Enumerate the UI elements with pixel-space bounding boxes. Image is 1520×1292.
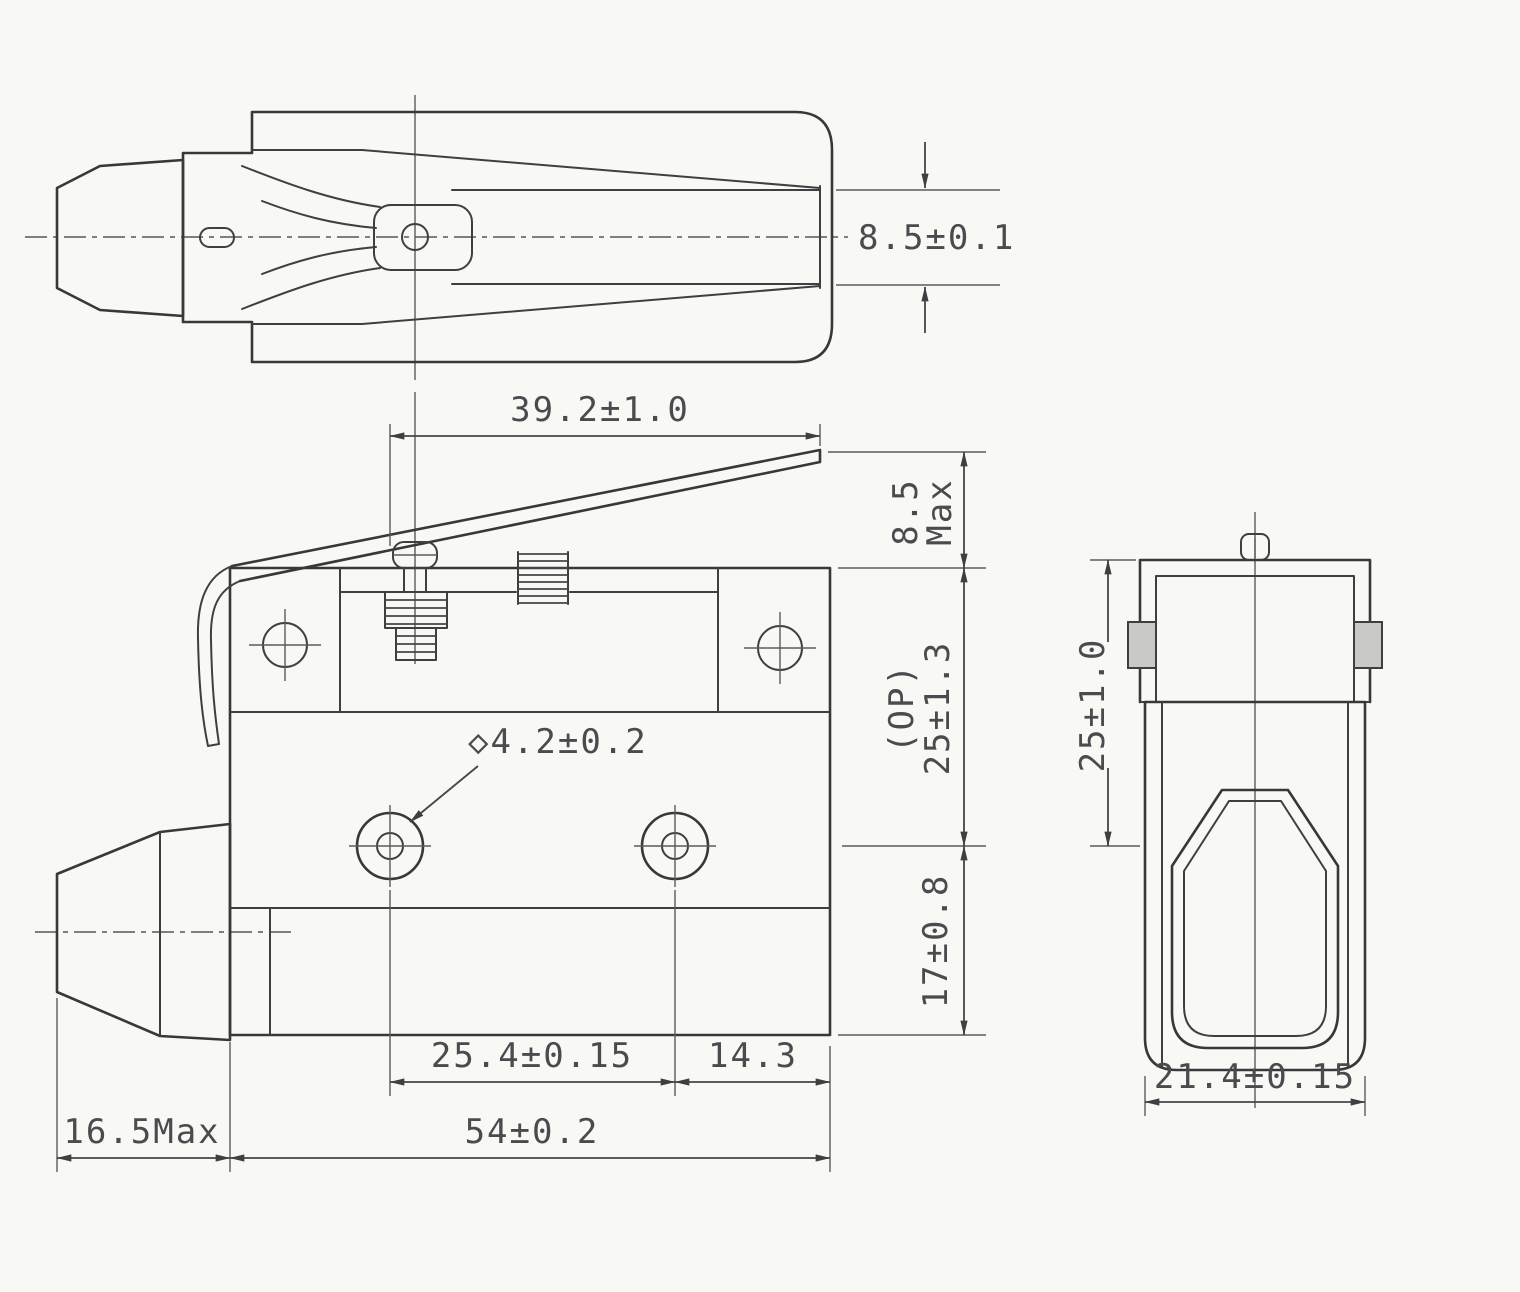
dim-lever-length-label: 39.2±1.0 xyxy=(510,390,690,430)
dim-lever-rise-value: 8.5 xyxy=(886,478,926,545)
dim-boot-length-label: 16.5Max xyxy=(63,1112,220,1152)
dim-terminal-hole-label: ◇4.2±0.2 xyxy=(468,722,648,762)
spring-coils xyxy=(518,553,568,604)
mounting-hole-right xyxy=(744,612,816,684)
dim-side-height: 25±1.0 xyxy=(1073,559,1140,847)
dim-lower-height: 17±0.8 xyxy=(838,845,986,1036)
dim-terminal-pitch: 25.4±0.15 xyxy=(389,890,676,1096)
body-side-walls xyxy=(1161,701,1349,1069)
bracket-tab-right xyxy=(1353,621,1383,669)
hinge-bracket xyxy=(373,204,473,271)
switch-body-top-view xyxy=(181,110,834,364)
coil-spring xyxy=(517,551,569,605)
dim-operating-position: (OP) 25±1.3 xyxy=(842,567,986,847)
hinge-pin xyxy=(401,223,429,251)
dim-lever-rise-unit: Max xyxy=(920,478,960,545)
dim-op-value: 25±1.3 xyxy=(918,641,958,776)
extension-line xyxy=(1144,1076,1366,1116)
plunger-boot-end-view-inner xyxy=(1183,800,1327,1037)
dim-top-width: 8.5±0.1 xyxy=(836,142,1015,333)
dim-top-width-label: 8.5±0.1 xyxy=(858,218,1015,258)
boot-slot xyxy=(199,227,235,248)
dim-side-width: 21.4±0.15 xyxy=(1144,1057,1366,1116)
hole-crosshair xyxy=(249,609,321,681)
dim-lever-length: 39.2±1.0 xyxy=(389,390,821,546)
screw-stem xyxy=(403,567,427,593)
spring-wire-1 xyxy=(241,165,381,208)
hole-crosshair xyxy=(744,612,816,684)
front-view: 39.2±1.0 8.5 Max (OP) 25±1.3 17±0.8 ◇4.2… xyxy=(35,390,986,1172)
dim-boot-length: 16.5Max xyxy=(56,998,231,1172)
dim-lower-height-label: 17±0.8 xyxy=(916,874,956,1009)
terminal-left xyxy=(349,805,431,887)
spring-wire-4 xyxy=(261,246,377,275)
plunger-boot-end-view-outer xyxy=(1170,788,1340,1050)
lever-hook-end xyxy=(196,565,241,747)
callout-terminal-hole: ◇4.2±0.2 xyxy=(409,722,648,823)
hinge-lever xyxy=(230,448,822,583)
dim-overall-length-label: 54±0.2 xyxy=(465,1112,600,1152)
plunger-ribs xyxy=(384,591,448,661)
actuator-screw xyxy=(392,541,438,593)
dim-terminal-to-edge-label: 14.3 xyxy=(708,1036,798,1076)
rib-lines xyxy=(385,599,447,625)
switch-body-side-view xyxy=(1143,700,1367,1072)
spring-wire-2 xyxy=(241,267,381,310)
dim-side-width-label: 21.4±0.15 xyxy=(1154,1057,1356,1097)
spring-wire-3 xyxy=(261,200,377,229)
dim-lever-rise: 8.5 Max xyxy=(828,451,986,569)
dim-terminal-pitch-label: 25.4±0.15 xyxy=(431,1036,633,1076)
leader-arrow xyxy=(409,765,479,823)
bracket-tab-left xyxy=(1127,621,1157,669)
dim-terminal-to-edge: 14.3 xyxy=(674,1036,831,1172)
extension-line xyxy=(1090,559,1140,847)
terminal-right xyxy=(634,805,716,887)
terminal-crosshair xyxy=(634,805,716,887)
extension-line xyxy=(389,890,676,1096)
dim-op-prefix: (OP) xyxy=(882,663,922,753)
side-view: 25±1.0 21.4±0.15 xyxy=(1073,512,1383,1116)
lever-taper-top xyxy=(361,149,821,189)
mounting-hole-left xyxy=(249,609,321,681)
lever-taper-bottom xyxy=(361,285,821,325)
dim-overall-length: 54±0.2 xyxy=(229,1042,831,1172)
terminal-crosshair xyxy=(349,805,431,887)
top-view: 8.5±0.1 xyxy=(25,95,1015,380)
rib-lines xyxy=(396,635,436,653)
dim-side-height-label: 25±1.0 xyxy=(1073,638,1113,773)
